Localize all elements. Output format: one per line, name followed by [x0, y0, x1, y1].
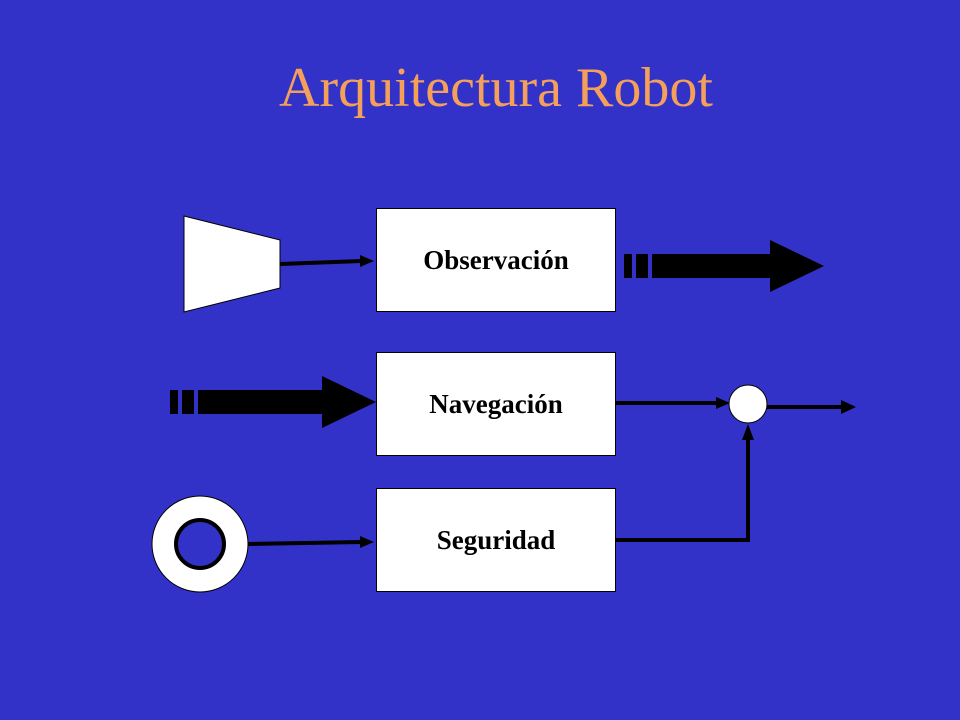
observacion-output-arrowhead	[770, 240, 824, 292]
ring-sensor-inner	[174, 518, 226, 570]
sensor-to-observacion-arrowhead	[360, 255, 374, 267]
ring-to-seguridad-arrowhead	[360, 536, 374, 548]
navegacion-to-junction-arrowhead	[716, 397, 730, 409]
slide-title: Arquitectura Robot	[279, 57, 713, 119]
module-seguridad: Seguridad	[376, 488, 616, 592]
module-navegacion-label: Navegación	[429, 388, 563, 419]
module-seguridad-label: Seguridad	[436, 524, 556, 555]
navegacion-input-dash-2	[182, 390, 194, 414]
trapezoid-sensor-icon	[183, 215, 281, 313]
navegacion-input-dash-1	[170, 390, 178, 414]
navegacion-input-arrowhead	[322, 376, 376, 428]
navegacion-input-shaft	[198, 390, 324, 414]
observacion-output-shaft	[652, 254, 772, 278]
seguridad-to-junction-arrowhead	[742, 424, 754, 440]
junction-output-arrowhead	[841, 400, 856, 414]
ring-to-seguridad-arrow	[247, 540, 363, 546]
observacion-output-dash-2	[636, 254, 648, 278]
seguridad-to-junction-line	[616, 438, 750, 542]
module-observacion-label: Observación	[423, 244, 569, 275]
summing-junction-icon	[728, 384, 768, 424]
module-observacion: Observación	[376, 208, 616, 312]
module-navegacion: Navegación	[376, 352, 616, 456]
sensor-to-observacion-arrow	[279, 259, 363, 266]
observacion-output-dash-1	[624, 254, 632, 278]
